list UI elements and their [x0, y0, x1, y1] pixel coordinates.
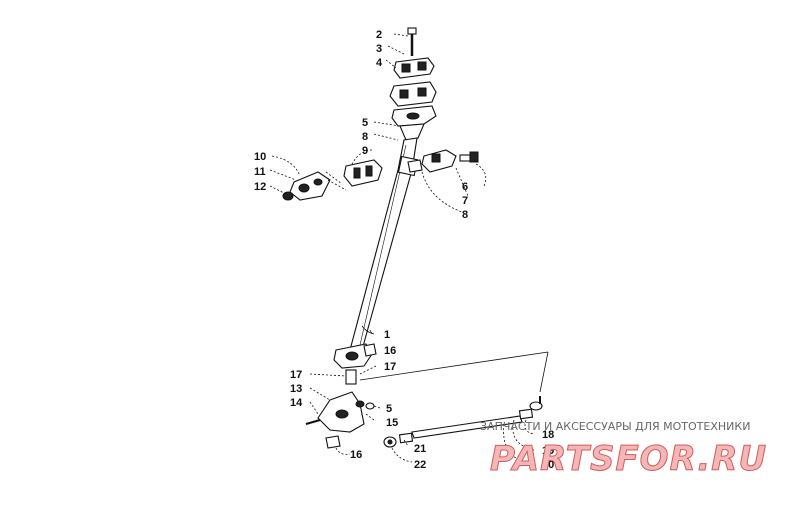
callout-7: 7 — [462, 195, 468, 207]
callout-2: 2 — [376, 29, 382, 41]
bracket-part-10 — [289, 171, 331, 201]
column-top-flange — [391, 105, 437, 141]
callout-6: 6 — [462, 181, 468, 193]
pitman-arm-part-13 — [317, 391, 365, 433]
rod-end-part-18 — [529, 396, 543, 411]
bushing-block-part-6 — [407, 149, 457, 173]
callout-8-lower: 8 — [462, 209, 468, 221]
callout-17-right: 17 — [384, 361, 396, 373]
callout-20: 20 — [542, 459, 554, 471]
lower-column-bracket — [333, 343, 373, 369]
callout-8-upper: 8 — [362, 131, 368, 143]
callout-19: 19 — [542, 445, 554, 457]
callout-4: 4 — [376, 57, 383, 69]
watermark-brand: PARTSFOR.RU — [490, 439, 767, 479]
nut-part-15 — [355, 400, 375, 410]
bolt-part-2 — [407, 27, 417, 56]
bolt-part-14 — [305, 419, 321, 425]
callout-16-lower: 16 — [350, 449, 362, 461]
callout-9: 9 — [362, 145, 368, 157]
callout-1: 1 — [384, 329, 390, 341]
callout-10: 10 — [254, 151, 266, 163]
callout-14: 14 — [290, 397, 303, 409]
callout-13: 13 — [290, 383, 302, 395]
clamp-base-part-4 — [389, 81, 437, 107]
callout-11: 11 — [254, 166, 266, 178]
callout-5-upper: 5 — [362, 117, 368, 129]
callout-18: 18 — [542, 429, 554, 441]
callout-12: 12 — [254, 181, 266, 193]
tie-rod-assembly — [398, 408, 534, 444]
clamp-cap-part-3 — [393, 57, 435, 79]
callout-15: 15 — [386, 417, 398, 429]
callout-16-upper: 16 — [384, 345, 396, 357]
nut-part-16-upper — [363, 343, 377, 357]
callout-17-left: 17 — [290, 369, 302, 381]
callout-21: 21 — [414, 443, 426, 455]
bolt-part-7 — [459, 151, 479, 163]
rod-end-part-21 — [383, 436, 397, 448]
callout-5-lower: 5 — [386, 403, 392, 415]
spacer-part-17 — [345, 369, 357, 385]
bushing-block-part-9 — [343, 159, 383, 187]
callout-3: 3 — [376, 43, 382, 55]
nut-part-16-lower — [325, 435, 341, 449]
watermark-subtitle: ЗАПЧАСТИ И АКСЕССУАРЫ ДЛЯ МОТОТЕХНИКИ — [480, 420, 750, 433]
callout-22: 22 — [414, 459, 426, 471]
